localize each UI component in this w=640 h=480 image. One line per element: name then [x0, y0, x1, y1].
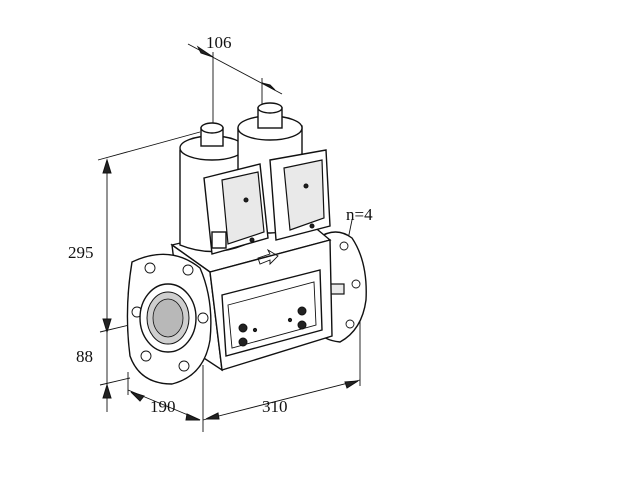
dim-310-arrow-left	[205, 412, 220, 420]
right-coil-nut-top	[257, 102, 283, 114]
dimension-labels: 106 295 88 190 310 n=4	[68, 33, 373, 416]
dim-310-arrow-right	[344, 380, 359, 389]
screw-icon	[287, 317, 293, 323]
right-connector-face	[283, 159, 325, 231]
dim-310-line	[202, 379, 361, 421]
left-flange-bolt-hole	[178, 360, 190, 372]
dim-295-arrow-bottom	[102, 318, 112, 334]
right-flange-bolt-hole	[345, 319, 355, 329]
left-flange-bolt-hole	[140, 350, 152, 362]
left-cable-gland	[211, 231, 227, 249]
dim-310-label: 310	[262, 397, 288, 416]
screw-icon	[252, 327, 258, 333]
dim-88-ext-bottom	[99, 377, 131, 386]
flow-arrow-icon	[257, 248, 279, 266]
right-flange-bolt-hole	[351, 279, 361, 289]
connector-screw-icon	[309, 223, 315, 229]
inlet-mesh-inner	[152, 298, 184, 338]
left-flange-bolt-hole	[197, 312, 209, 324]
bolt-count-label: n=4	[346, 205, 373, 224]
dimension-lines	[97, 43, 361, 432]
dim-190-arrow-left	[130, 391, 145, 402]
right-flange-bolt-hole	[339, 241, 349, 251]
left-flange-bolt-hole	[182, 264, 194, 276]
dim-88-arrow	[102, 383, 112, 399]
left-connector-face	[221, 171, 265, 245]
solenoid-assembly	[179, 102, 331, 266]
dim-106-arrow-right	[261, 82, 276, 91]
port-icon	[297, 320, 307, 330]
port-icon	[238, 323, 248, 333]
dim-295-arrow-top	[102, 158, 112, 174]
dim-190-arrow-right	[185, 413, 201, 421]
connector-screw-icon	[249, 237, 255, 243]
port-icon	[238, 337, 248, 347]
control-block	[221, 269, 323, 357]
connector-screw-icon	[303, 183, 309, 189]
dim-106-label: 106	[206, 33, 232, 52]
dim-88-label: 88	[76, 347, 93, 366]
connector-screw-icon	[243, 197, 249, 203]
control-block-panel	[227, 281, 317, 349]
left-coil-nut-top	[200, 122, 224, 134]
port-icon	[297, 306, 307, 316]
dim-295-label: 295	[68, 243, 94, 262]
valve-body	[126, 214, 367, 385]
left-flange-bolt-hole	[144, 262, 156, 274]
dim-295-ext-top	[97, 131, 201, 161]
dim-106-arrow-left	[196, 45, 214, 58]
dim-190-label: 190	[150, 397, 176, 416]
